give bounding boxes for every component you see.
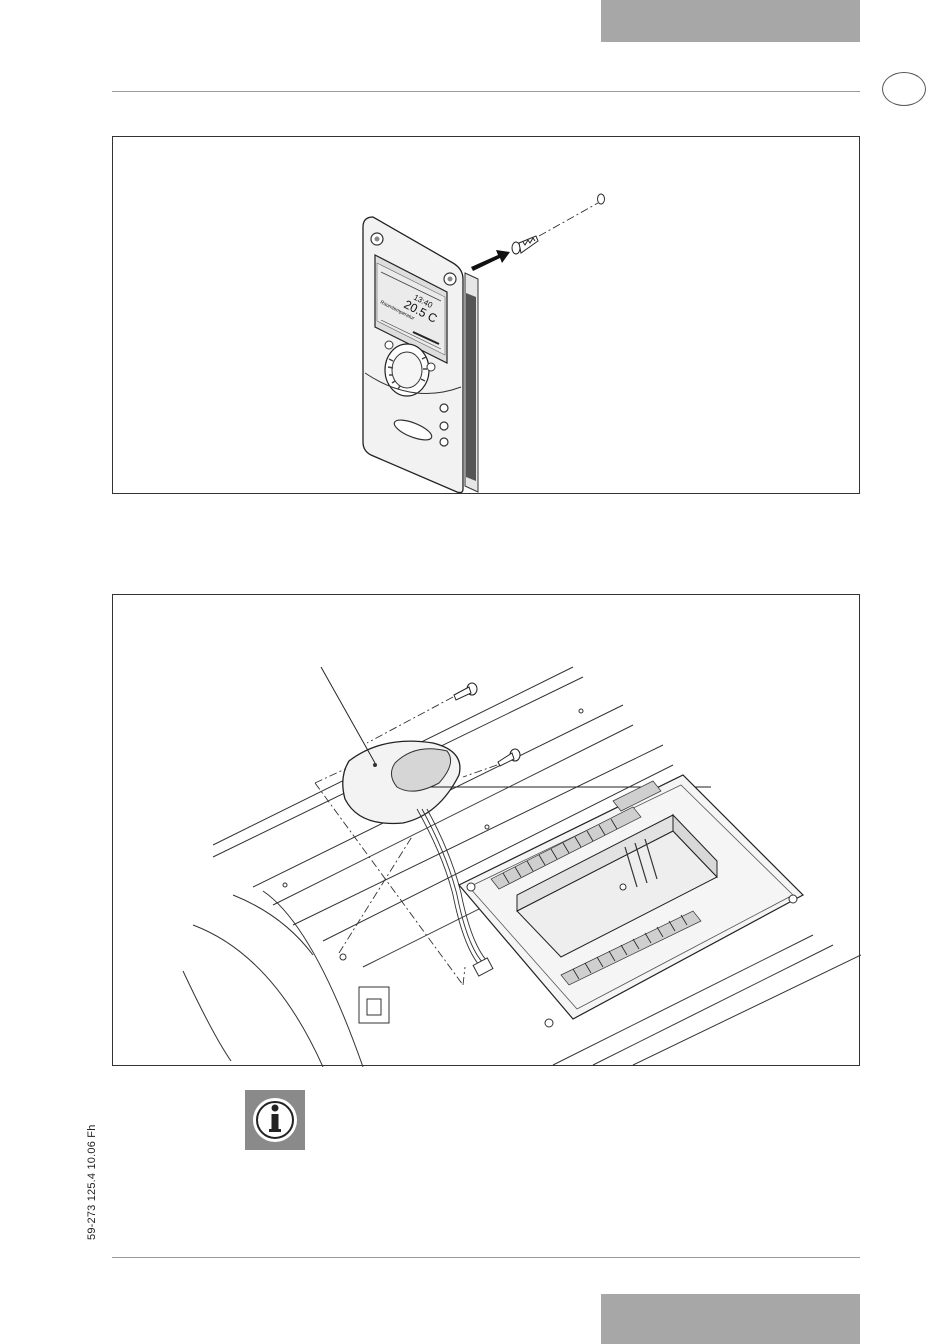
figure-panel-installation <box>112 594 860 1066</box>
controller-illustration: 13:40 20.5 C Raumtemperatur <box>113 137 861 495</box>
figure-controller-mounting: 13:40 20.5 C Raumtemperatur <box>112 136 860 494</box>
document-code: 59-273 125.4 10.06 Fh <box>86 1124 98 1240</box>
footer-rule <box>112 1257 860 1258</box>
header-tab <box>601 0 860 42</box>
panel-illustration <box>113 595 861 1067</box>
info-icon <box>245 1090 305 1150</box>
header-rule <box>112 91 860 92</box>
language-marker <box>882 72 926 106</box>
footer-tab <box>601 1294 860 1344</box>
